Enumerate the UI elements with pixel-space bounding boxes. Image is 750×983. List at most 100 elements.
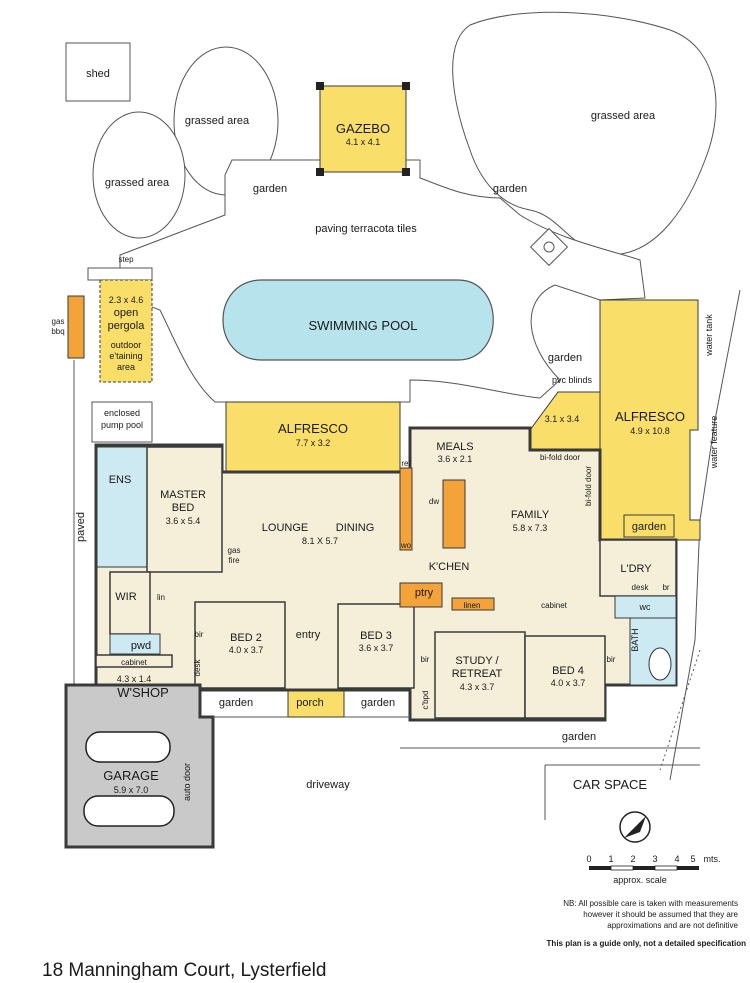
label-porch: porch xyxy=(296,697,324,709)
gazebo-area xyxy=(319,85,407,173)
label-bir: bir xyxy=(607,655,616,664)
label-water-tank: water tank xyxy=(704,314,714,357)
wir-room xyxy=(109,571,151,635)
kitchen-island xyxy=(442,479,466,549)
label-outdoor: outdoor xyxy=(111,340,142,350)
label-bed4-dim: 4.0 x 3.7 xyxy=(551,678,586,688)
notes: NB: All possible care is taken with meas… xyxy=(547,899,747,948)
label-bbq: bbq xyxy=(51,327,64,336)
scale-tick: 0 xyxy=(586,854,591,864)
north-arrow-icon xyxy=(624,816,646,838)
powder-room xyxy=(109,633,161,655)
label-wc: wc xyxy=(639,602,651,612)
grassed-area-oval xyxy=(92,111,186,239)
label-auto-door: auto door xyxy=(182,763,192,801)
label-dining: DINING xyxy=(336,522,375,534)
label-shed: shed xyxy=(86,68,110,80)
labels: shed grassed area grassed area grassed a… xyxy=(51,68,719,801)
label-lounge: LOUNGE xyxy=(262,522,308,534)
label-gazebo: GAZEBO xyxy=(336,121,390,136)
label-alfresco: ALFRESCO xyxy=(615,409,685,424)
scale-tick: 3 xyxy=(652,854,657,864)
post xyxy=(316,168,324,176)
label-alfresco-dim: 7.7 x 3.2 xyxy=(296,438,331,448)
scale-unit: mts. xyxy=(704,854,721,864)
label-master-bed: BED xyxy=(172,502,195,514)
label-bed3-dim: 3.6 x 3.7 xyxy=(359,643,394,653)
north-arrow xyxy=(619,811,651,843)
car-icon xyxy=(85,731,171,763)
note-guide: This plan is a guide only, not a detaile… xyxy=(547,939,747,948)
scale-tick: 1 xyxy=(608,854,613,864)
label-garden: garden xyxy=(493,183,527,195)
label-master-dim: 3.6 x 5.4 xyxy=(166,516,201,526)
post xyxy=(402,82,410,90)
laundry-room xyxy=(599,539,677,597)
boundary-line xyxy=(659,649,701,771)
scale-segment xyxy=(633,866,655,870)
linen-cupboard xyxy=(451,597,495,611)
scale-tick: 4 xyxy=(674,854,679,864)
label-wir: WIR xyxy=(115,591,136,603)
label-paving: paving terracota tiles xyxy=(315,223,417,235)
address-title: 18 Manningham Court, Lysterfield xyxy=(42,960,326,981)
label-meals-dim: 3.6 x 2.1 xyxy=(438,454,473,464)
label-cupboard: c'bpd xyxy=(421,691,430,710)
scale-tick: 2 xyxy=(630,854,635,864)
label-pool: SWIMMING POOL xyxy=(308,318,417,333)
grassed-area-blob xyxy=(452,11,717,256)
label-pvc-blinds: pvc blinds xyxy=(552,375,593,385)
label-cabinet: cabinet xyxy=(541,601,568,610)
label-br: br xyxy=(662,583,669,592)
label-study-dim: 4.3 x 3.7 xyxy=(460,682,495,692)
label-garden: garden xyxy=(219,697,253,709)
label-ref: ref xyxy=(401,459,411,468)
label-driveway: driveway xyxy=(306,779,350,791)
kitchen-bench xyxy=(399,467,413,551)
label-gazebo-dim: 4.1 x 4.1 xyxy=(346,137,381,147)
label-alfresco-dim: 4.9 x 10.8 xyxy=(630,426,670,436)
site-lines xyxy=(213,716,700,820)
bathtub-icon xyxy=(648,647,672,681)
label-bifold: bi-fold door xyxy=(584,466,593,506)
bed2-room xyxy=(194,601,286,689)
bed4-room xyxy=(524,635,606,719)
label-pwd: pwd xyxy=(131,640,151,652)
label-paved: paved xyxy=(75,512,87,542)
label-wshop-dim: 4.3 x 1.4 xyxy=(117,674,152,684)
scale-segment xyxy=(589,866,611,870)
note-line: NB: All possible care is taken with meas… xyxy=(563,899,738,908)
label-gas-fire: fire xyxy=(228,556,240,565)
bed3-room xyxy=(337,603,415,689)
house xyxy=(64,426,678,849)
label-kitchen: K'CHEN xyxy=(429,561,470,573)
label-bath: BATH xyxy=(630,628,640,651)
label-study: RETREAT xyxy=(452,668,503,680)
label-garden: garden xyxy=(253,183,287,195)
label-linen: linen xyxy=(464,601,481,610)
label-laundry: L'DRY xyxy=(620,563,652,575)
gas-bbq xyxy=(67,295,85,359)
label-pump-pool: pump pool xyxy=(101,420,143,430)
pump-pool-enclosure xyxy=(91,401,153,443)
label-garage-dim: 5.9 x 7.0 xyxy=(114,785,149,795)
pantry xyxy=(399,582,443,608)
scale-segment xyxy=(677,866,699,870)
cabinet-strip xyxy=(95,654,173,668)
label-gas: gas xyxy=(52,317,65,326)
label-grassed-area: grassed area xyxy=(591,110,656,122)
ensuite-room xyxy=(96,446,148,568)
label-gas-fire: gas xyxy=(228,546,241,555)
garden-bed-alfresco xyxy=(623,514,675,538)
label-water-feature: water feature xyxy=(709,416,719,470)
label-pvc-dim: 3.1 x 3.4 xyxy=(545,414,580,424)
label-wo: wo xyxy=(400,541,412,550)
label-entry: entry xyxy=(296,629,321,641)
label-lin: lin xyxy=(157,593,165,602)
label-garden: garden xyxy=(361,697,395,709)
label-bed3: BED 3 xyxy=(360,630,392,642)
label-pergola-dim: 2.3 x 4.6 xyxy=(109,295,144,305)
alfresco-left-area xyxy=(225,401,401,473)
scale-caption: approx. scale xyxy=(613,875,667,885)
